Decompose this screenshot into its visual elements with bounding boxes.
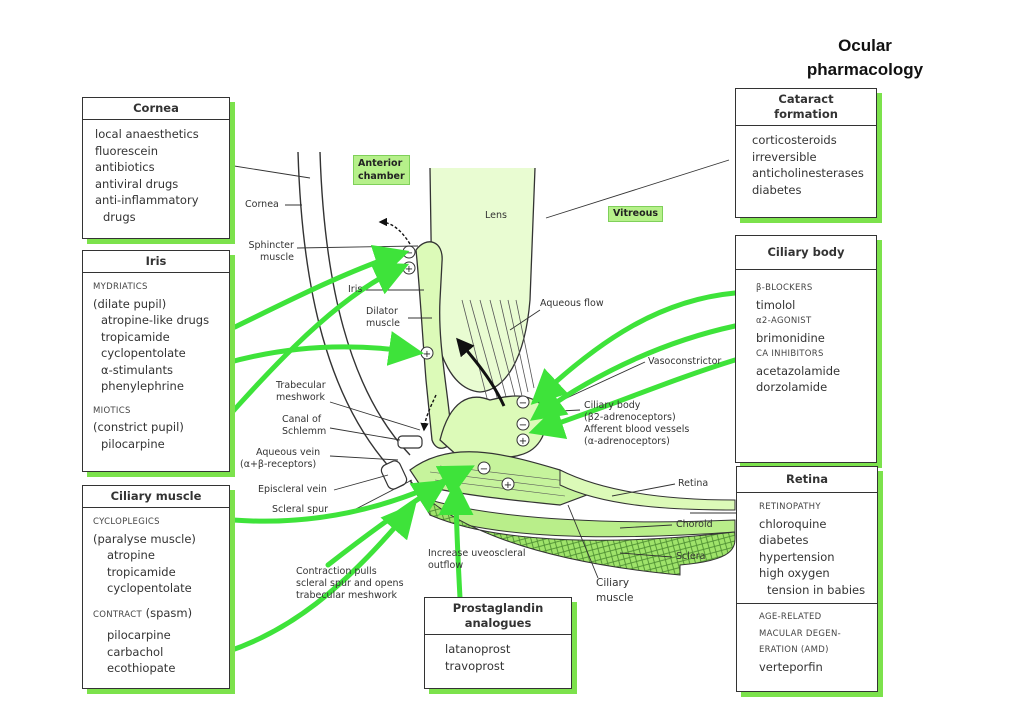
cornea-inner-line	[319, 151, 411, 456]
svg-text:+: +	[423, 349, 431, 360]
label-vasoconstrictor: Vasoconstrictor	[648, 356, 722, 367]
box-ciliary-muscle: Ciliary muscle CYCLOPLEGICS (paralyse mu…	[82, 485, 230, 689]
label-dilator: Dilator muscle	[366, 306, 400, 329]
sclera-band	[409, 479, 736, 576]
box-prostaglandin-analogues: Prostaglandin analogues latanoprost trav…	[424, 597, 572, 689]
episcleral-vein-shape	[380, 460, 408, 490]
label-scleral-spur: Scleral spur	[272, 504, 329, 515]
label-contraction: Contraction pulls scleral spur and opens…	[296, 566, 404, 601]
label-cornea: Cornea	[245, 199, 279, 210]
label-ciliary-body: Ciliary body (β2-adrenoceptors) Afferent…	[584, 400, 690, 447]
svg-text:−: −	[480, 464, 488, 475]
label-ciliary-muscle: Ciliary muscle	[596, 577, 634, 604]
label-aqueous-vein: Aqueous vein (α+β-receptors)	[240, 447, 321, 470]
svg-text:+: +	[405, 264, 413, 275]
box-cataract-header: Cataract formation	[736, 89, 876, 126]
svg-text:−: −	[519, 398, 527, 409]
label-sphincter: Sphincter muscle	[248, 240, 294, 263]
canal-of-schlemm	[397, 435, 423, 449]
box-ciliary-muscle-header: Ciliary muscle	[83, 486, 229, 508]
box-retina-header: Retina	[737, 467, 877, 493]
label-sclera: Sclera	[676, 551, 706, 562]
label-lens: Lens	[485, 210, 507, 221]
drug-arrows	[187, 244, 738, 663]
retina-band	[559, 469, 736, 511]
label-aqueous-flow: Aqueous flow	[540, 298, 604, 309]
box-cataract-formation: Cataract formation corticosteroids irrev…	[735, 88, 877, 218]
box-retina: Retina RETINOPATHY chloroquine diabetes …	[736, 466, 878, 692]
box-cornea-header: Cornea	[83, 98, 229, 120]
label-trabecular-meshwork: Trabecular meshwork	[276, 380, 326, 403]
label-retina: Retina	[678, 478, 709, 489]
box-cornea: Cornea local anaesthetics fluorescein an…	[82, 97, 230, 239]
label-choroid: Choroid	[676, 519, 713, 530]
label-uveoscleral-outflow: Increase uveoscleral outflow	[428, 548, 526, 571]
vitreous-tag: Vitreous	[608, 206, 664, 222]
label-iris: Iris	[348, 284, 363, 295]
box-prostaglandin-header: Prostaglandin analogues	[425, 598, 571, 635]
svg-text:−: −	[405, 248, 413, 259]
label-episcleral-vein: Episcleral vein	[258, 484, 327, 495]
svg-text:+: +	[504, 480, 512, 491]
lens-shape	[429, 167, 536, 393]
label-canal-of-schlemm: Canal of Schlemm	[282, 414, 327, 437]
page-title: Ocular pharmacology	[806, 36, 924, 79]
svg-text:−: −	[519, 420, 527, 431]
box-iris: Iris MYDRIATICS (dilate pupil) atropine-…	[82, 250, 230, 472]
anterior-chamber-tag: Anterior chamber	[353, 155, 410, 185]
box-ciliary-body: Ciliary body β-BLOCKERS timolol α2-AGONI…	[735, 235, 877, 463]
svg-text:+: +	[519, 436, 527, 447]
box-ciliary-body-header: Ciliary body	[736, 236, 876, 270]
box-iris-header: Iris	[83, 251, 229, 273]
ciliary-body-shape	[439, 395, 547, 459]
